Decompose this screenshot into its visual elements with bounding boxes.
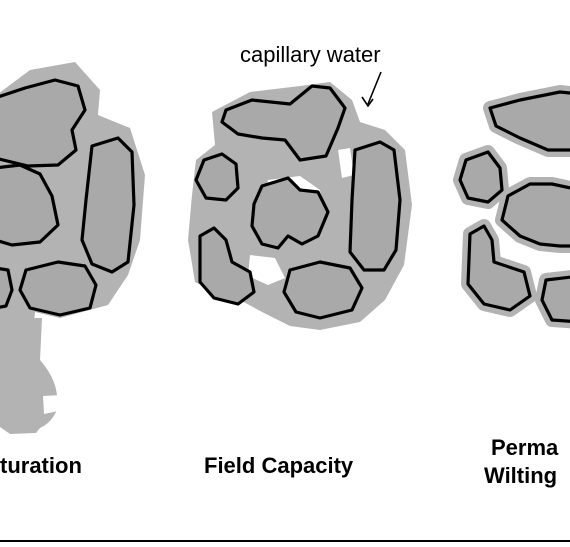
soil-particle xyxy=(18,260,98,317)
soil-particle xyxy=(500,182,570,248)
air-bubble xyxy=(43,395,63,414)
capillary-water-label: capillary water xyxy=(240,42,381,67)
soil-particle xyxy=(458,150,504,204)
soil-particle xyxy=(220,84,347,162)
wilting-point-label-line1: Perma xyxy=(491,435,559,460)
soil-particle xyxy=(250,176,330,250)
soil-particle xyxy=(488,90,570,152)
soil-particle xyxy=(198,226,256,306)
soil-particle xyxy=(348,140,402,272)
annotation-arrow xyxy=(361,71,382,108)
wilting-point-panel xyxy=(453,85,570,329)
wilting-point-label-line2: Wilting xyxy=(484,463,558,488)
air-pocket xyxy=(248,255,285,285)
soil-particle xyxy=(194,152,240,202)
saturation-panel xyxy=(0,62,145,434)
soil-particle xyxy=(80,136,136,274)
soil-particle xyxy=(0,163,60,247)
saturation-label: turation xyxy=(0,453,82,478)
soil-particle xyxy=(0,78,87,168)
soil-particle xyxy=(0,267,14,309)
soil-particle xyxy=(282,260,364,320)
soil-particle xyxy=(466,224,532,312)
soil-particle xyxy=(540,275,570,323)
field-capacity-panel xyxy=(188,82,412,330)
field-capacity-label: Field Capacity xyxy=(204,453,354,478)
bottom-rule xyxy=(0,540,570,542)
air-pocket xyxy=(338,148,354,178)
